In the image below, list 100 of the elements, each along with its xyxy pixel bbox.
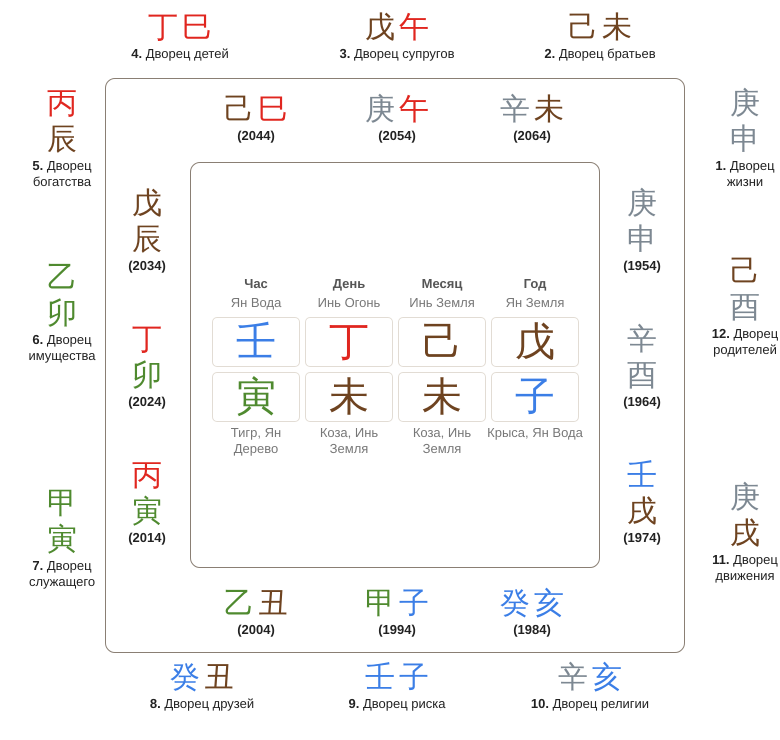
character-glyph: 寅 bbox=[47, 522, 77, 558]
year-label: (1964) bbox=[623, 394, 661, 410]
pillar-cell bbox=[212, 372, 300, 422]
character-glyph: 壬 bbox=[236, 320, 276, 364]
character-glyph: 丙 bbox=[47, 86, 77, 122]
character-glyph: 乙 bbox=[47, 260, 77, 296]
palace-caption: 3. Дворец супругов bbox=[340, 46, 454, 62]
pillar-cell bbox=[305, 317, 393, 367]
character-glyph: 卯 bbox=[47, 296, 77, 332]
character-glyph: 庚 bbox=[627, 186, 657, 222]
pillar-cell bbox=[398, 372, 486, 422]
pillar-cell bbox=[305, 372, 393, 422]
character-glyph: 壬 bbox=[365, 660, 395, 696]
pillar-cell bbox=[398, 317, 486, 367]
year-label: (2004) bbox=[237, 622, 275, 638]
character-glyph: 丑 bbox=[204, 660, 234, 696]
character-glyph: 卯 bbox=[132, 358, 162, 394]
palace-caption: 1. Дворец жизни bbox=[714, 158, 776, 190]
animal-label: Тигр, Ян Дерево bbox=[230, 425, 282, 457]
character-glyph: 辰 bbox=[132, 222, 162, 258]
pillar-cell bbox=[491, 317, 579, 367]
animal-label: Коза, Инь Земля bbox=[318, 425, 380, 457]
character-glyph: 己 bbox=[730, 254, 760, 290]
animal-label: Крыса, Ян Вода bbox=[487, 425, 583, 441]
year-label: (1974) bbox=[623, 530, 661, 546]
palace-caption: 8. Дворец друзей bbox=[150, 696, 254, 712]
character-glyph: 己 bbox=[422, 320, 462, 364]
palace-caption: 2. Дворец братьев bbox=[544, 46, 656, 62]
year-label: (1984) bbox=[513, 622, 551, 638]
column-header: Час bbox=[244, 276, 268, 292]
character-glyph: 申 bbox=[627, 222, 657, 258]
character-glyph: 寅 bbox=[132, 494, 162, 530]
year-label: (2044) bbox=[237, 128, 275, 144]
character-glyph: 午 bbox=[399, 92, 429, 128]
character-glyph: 酉 bbox=[730, 290, 760, 326]
character-glyph: 乙 bbox=[224, 586, 254, 622]
character-glyph: 戌 bbox=[730, 516, 760, 552]
column-header: Год bbox=[524, 276, 546, 292]
character-glyph: 戌 bbox=[627, 494, 657, 530]
character-glyph: 子 bbox=[399, 586, 429, 622]
character-glyph: 寅 bbox=[236, 375, 276, 419]
character-glyph: 未 bbox=[602, 10, 632, 46]
character-glyph: 甲 bbox=[47, 486, 77, 522]
character-glyph: 丙 bbox=[132, 458, 162, 494]
character-glyph: 己 bbox=[224, 92, 254, 128]
character-glyph: 申 bbox=[730, 122, 760, 158]
character-glyph: 甲 bbox=[365, 586, 395, 622]
palace-caption: 7. Дворец служащего bbox=[28, 558, 96, 590]
frame-box bbox=[190, 162, 600, 568]
year-label: (2024) bbox=[128, 394, 166, 410]
character-glyph: 子 bbox=[515, 375, 555, 419]
character-glyph: 亥 bbox=[534, 586, 564, 622]
character-glyph: 己 bbox=[568, 10, 598, 46]
palace-caption: 4. Дворец детей bbox=[131, 46, 229, 62]
character-glyph: 午 bbox=[399, 10, 429, 46]
character-glyph: 未 bbox=[534, 92, 564, 128]
character-glyph: 辛 bbox=[558, 660, 588, 696]
palace-caption: 5. Дворец богатства bbox=[31, 158, 93, 190]
year-label: (2064) bbox=[513, 128, 551, 144]
character-glyph: 丁 bbox=[329, 320, 369, 364]
pillar-cell bbox=[212, 317, 300, 367]
character-glyph: 庚 bbox=[730, 86, 760, 122]
character-glyph: 亥 bbox=[592, 660, 622, 696]
palace-caption: 10. Дворец религии bbox=[530, 696, 650, 712]
character-glyph: 酉 bbox=[627, 358, 657, 394]
character-glyph: 辛 bbox=[500, 92, 530, 128]
character-glyph: 庚 bbox=[730, 480, 760, 516]
character-glyph: 未 bbox=[329, 375, 369, 419]
year-label: (2054) bbox=[378, 128, 416, 144]
column-header: Месяц bbox=[422, 276, 462, 292]
year-label: (2014) bbox=[128, 530, 166, 546]
year-label: (2034) bbox=[128, 258, 166, 274]
character-glyph: 丁 bbox=[148, 10, 178, 46]
element-label: Ян Вода bbox=[230, 295, 282, 311]
palace-caption: 9. Дворец риска bbox=[348, 696, 446, 712]
element-label: Инь Огонь bbox=[318, 295, 380, 311]
element-label: Ян Земля bbox=[506, 295, 564, 311]
frame-box bbox=[105, 78, 685, 653]
palace-caption: 6. Дворец имущества bbox=[27, 332, 97, 364]
character-glyph: 辛 bbox=[627, 322, 657, 358]
character-glyph: 巳 bbox=[258, 92, 288, 128]
character-glyph: 庚 bbox=[365, 92, 395, 128]
character-glyph: 戊 bbox=[515, 320, 555, 364]
year-label: (1994) bbox=[378, 622, 416, 638]
character-glyph: 戊 bbox=[132, 186, 162, 222]
year-label: (1954) bbox=[623, 258, 661, 274]
pillar-cell bbox=[491, 372, 579, 422]
character-glyph: 壬 bbox=[627, 458, 657, 494]
character-glyph: 丑 bbox=[258, 586, 288, 622]
character-glyph: 未 bbox=[422, 375, 462, 419]
animal-label: Коза, Инь Земля bbox=[412, 425, 472, 457]
character-glyph: 丁 bbox=[132, 322, 162, 358]
column-header: День bbox=[332, 276, 366, 292]
character-glyph: 戊 bbox=[365, 10, 395, 46]
character-glyph: 癸 bbox=[170, 660, 200, 696]
character-glyph: 巳 bbox=[182, 10, 212, 46]
palace-caption: 11. Дворец движения bbox=[711, 552, 779, 584]
character-glyph: 癸 bbox=[500, 586, 530, 622]
element-label: Инь Земля bbox=[409, 295, 475, 311]
character-glyph: 子 bbox=[399, 660, 429, 696]
